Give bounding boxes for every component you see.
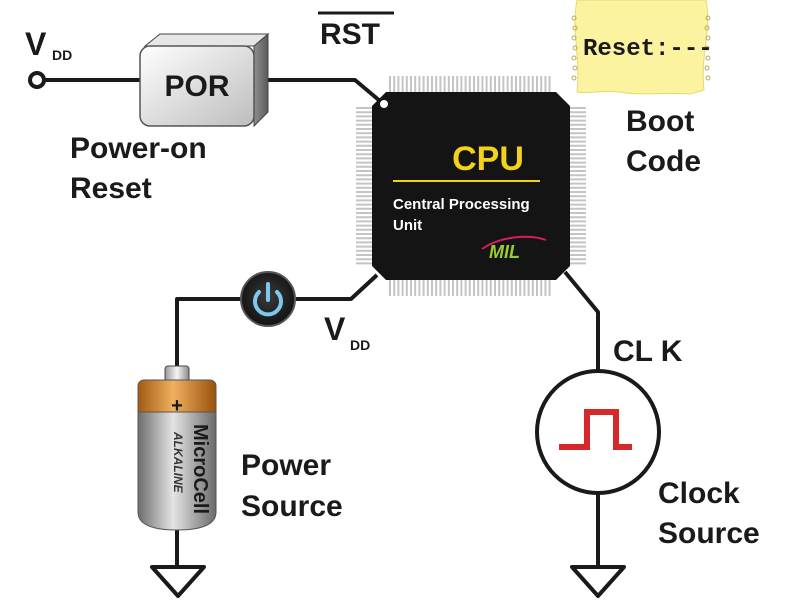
vdd-top-label: V: [25, 26, 47, 62]
clk-label: CL K: [613, 335, 683, 368]
clock-source-caption-line2: Source: [658, 517, 760, 550]
vdd-top-terminal: [28, 71, 46, 89]
clock-source-caption-line1: Clock: [658, 477, 740, 510]
vdd-cpu-wire: [296, 273, 379, 301]
cpu-pin1-marker: [380, 100, 388, 108]
por-caption-line1: Power-on: [70, 132, 207, 165]
por-caption-line2: Reset: [70, 172, 152, 205]
ground-icon-right: [570, 565, 626, 598]
boot-code-paper: Reset:---: [571, 0, 713, 95]
paper-holes-right: [704, 15, 711, 81]
power-icon: [253, 282, 283, 317]
clock-source: [535, 369, 661, 495]
cpu-body: [372, 92, 570, 280]
power-source-caption-line2: Source: [241, 490, 343, 523]
cpu-title: CPU: [452, 140, 524, 178]
paper-holes-left: [571, 15, 578, 81]
boot-code-text: Reset:---: [583, 36, 713, 63]
por-block: POR: [139, 32, 270, 128]
cpu-pins: [356, 76, 586, 296]
cpu-brand: MIL: [489, 242, 520, 262]
battery-plus: +: [171, 395, 183, 417]
power-switch: [240, 271, 296, 327]
ground-icon-left: [150, 565, 206, 598]
rst-wire: [254, 78, 382, 103]
boot-code-caption-line2: Code: [626, 145, 701, 178]
rst-label: RST: [320, 18, 380, 51]
boot-code-caption-line1: Boot: [626, 105, 694, 138]
power-source-caption-line1: Power: [241, 449, 331, 482]
cpu-chip: CPU Central Processing Unit MIL: [356, 76, 586, 296]
battery: + MicroCell ALKALINE: [137, 365, 217, 531]
por-label: POR: [164, 70, 229, 103]
cpu-brand-logo: MIL: [481, 235, 547, 262]
cpu-subtitle-line1: Central Processing: [393, 196, 530, 213]
battery-brand: MicroCell: [189, 424, 211, 514]
battery-type: ALKALINE: [171, 431, 185, 494]
square-wave-icon: [559, 409, 632, 450]
battery-wire: [175, 297, 241, 370]
vdd-bottom-label: V: [324, 311, 346, 347]
vdd-bottom-subscript: DD: [350, 337, 370, 353]
clk-wire: [563, 270, 600, 370]
cpu-subtitle-line2: Unit: [393, 217, 422, 234]
vdd-top-subscript: DD: [52, 47, 72, 63]
wires: [44, 78, 600, 566]
